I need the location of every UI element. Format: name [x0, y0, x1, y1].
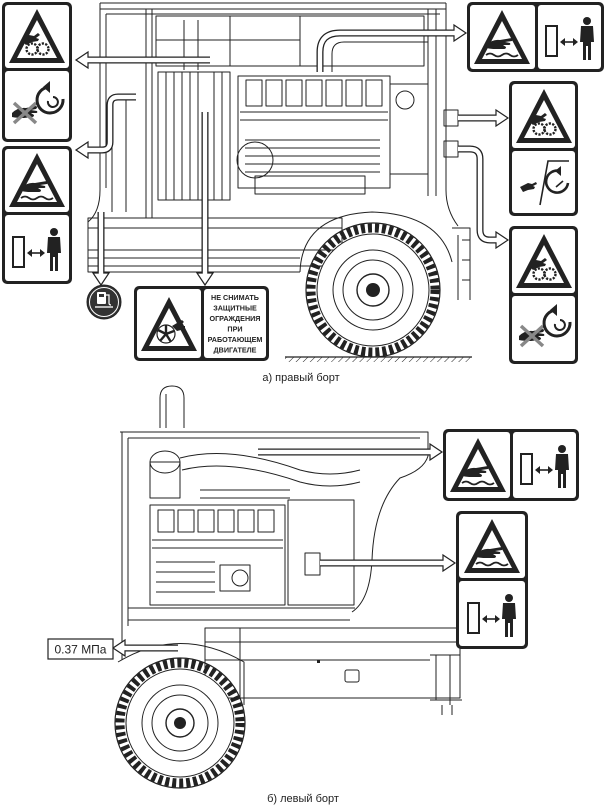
decal-guard-warning: НЕ СНИМАТЬ ЗАЩИТНЫЕ ОГРАЖДЕНИЯ ПРИ РАБОТ…	[134, 286, 269, 361]
guard-text-line-3: ОГРАЖДЕНИЯ	[210, 314, 261, 323]
decal-hot-fluid-left	[2, 146, 72, 284]
pressure-value: 0.37 МПа	[55, 643, 107, 657]
caption-right-side: а) правый борт	[262, 372, 339, 384]
arrow-to-hot-fluid-decal	[74, 93, 136, 160]
caption-left-side: б) левый борт	[267, 793, 339, 805]
decal-entanglement-right-2	[509, 81, 578, 216]
guard-text-line-6: ДВИГАТЕЛЕ	[214, 346, 257, 355]
arrow-to-pressure-label	[111, 638, 178, 658]
right-side-machine	[87, 2, 471, 300]
arrow-to-right-decal-3	[458, 145, 510, 250]
decal-hot-fluid-bottom-1	[443, 429, 579, 501]
arrow-to-fuel-icon	[91, 212, 111, 287]
fuel-pump-icon	[95, 292, 113, 308]
right-side-wheel	[305, 222, 441, 358]
arrow-to-bottom-decal-2	[320, 553, 457, 573]
guard-text-line-1: НЕ СНИМАТЬ	[211, 293, 259, 302]
left-side-machine	[117, 385, 462, 715]
guard-text-line-2: ЗАЩИТНЫЕ	[213, 304, 257, 313]
arrow-to-guard-decal	[195, 112, 215, 287]
arrow-to-bottom-decal-1	[258, 442, 444, 462]
guard-text-line-4: ПРИ	[227, 325, 242, 334]
decal-hot-fluid-bottom-2	[456, 511, 528, 649]
arrow-to-right-decal-2	[458, 108, 510, 128]
decal-entanglement-right-3	[509, 226, 578, 364]
decal-entanglement-left	[2, 2, 72, 142]
left-side-wheel	[114, 657, 246, 789]
arrow-to-top-right-decal	[316, 23, 468, 72]
decal-hot-fluid-top-right	[467, 2, 604, 72]
marker-dot	[317, 660, 320, 663]
fuel-icon-badge	[86, 284, 122, 320]
guard-text-line-5: РАБОТАЮЩЕМ	[208, 335, 263, 344]
pressure-label-box: 0.37 МПа	[47, 638, 114, 660]
right-side-ground	[285, 356, 472, 362]
arrow-to-entanglement-decal	[74, 50, 210, 70]
